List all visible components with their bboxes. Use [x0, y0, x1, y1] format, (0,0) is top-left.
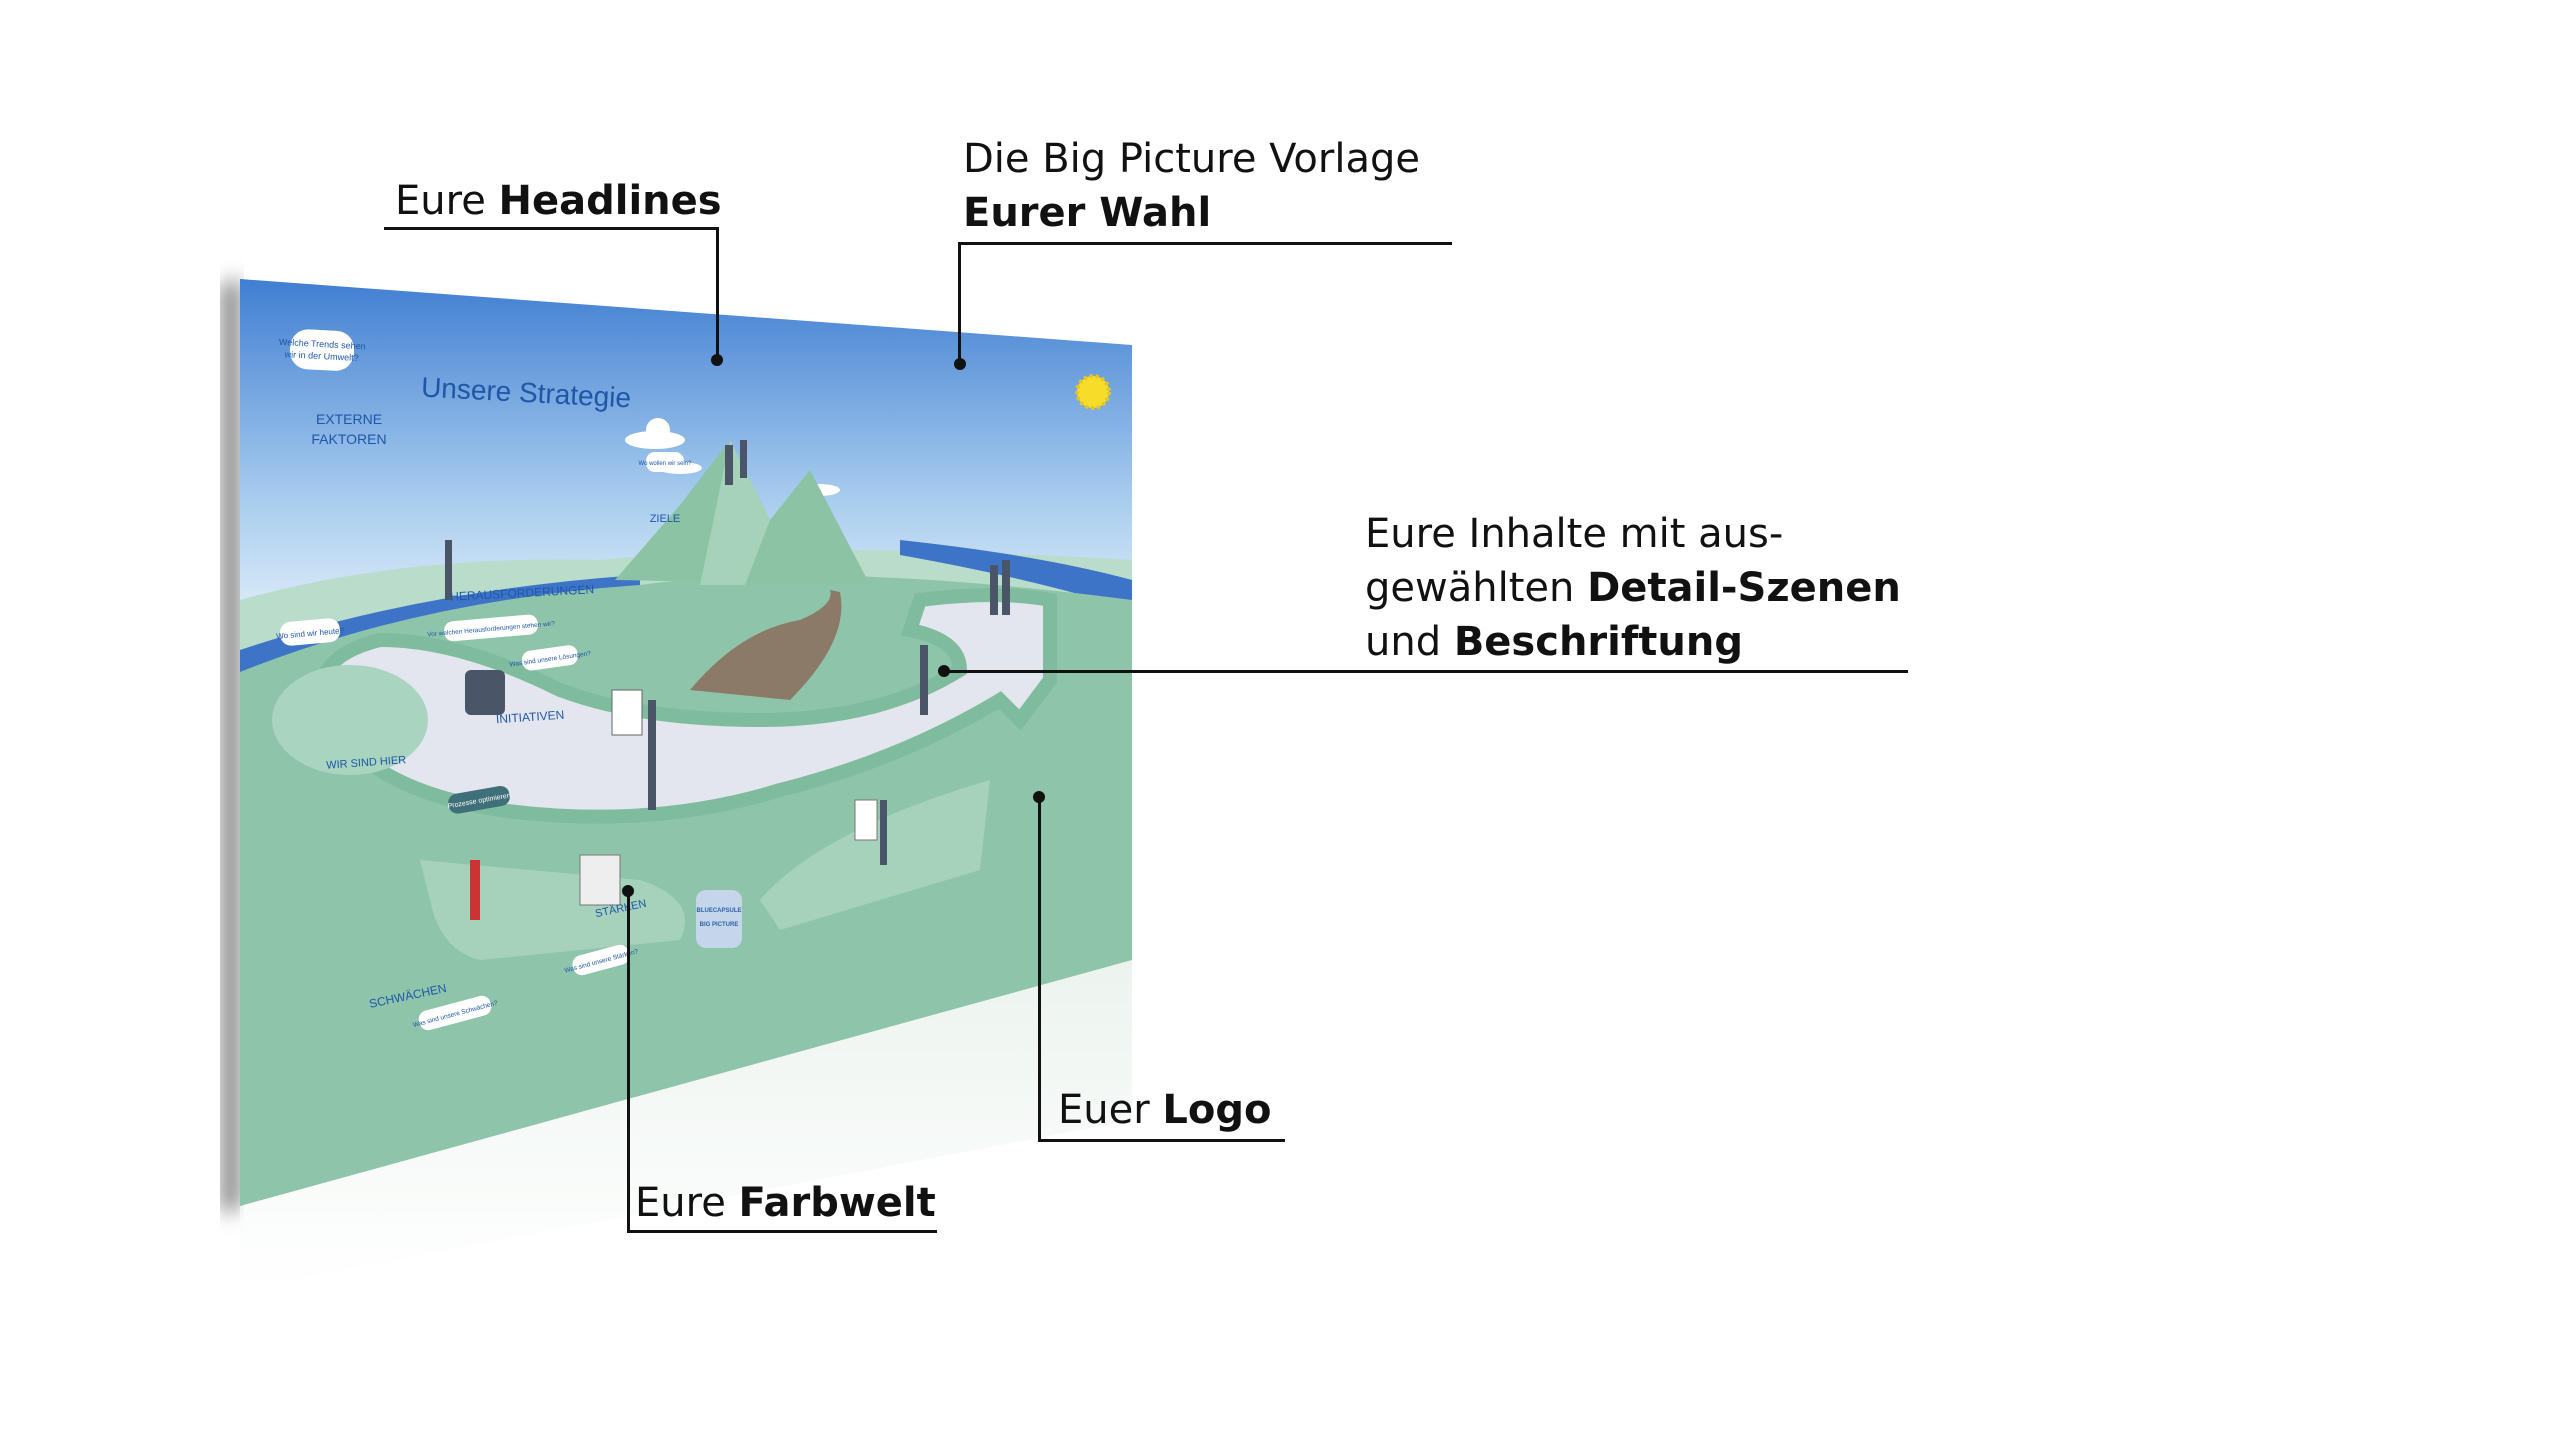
section-initiativen: INITIATIVEN	[496, 708, 565, 727]
bubble-trends: Welche Trends sehen	[279, 337, 366, 352]
leader-line	[958, 242, 1452, 245]
poster-reflection	[240, 960, 1132, 1290]
label-text: Euer	[1058, 1087, 1163, 1133]
label-bold: Eurer Wahl	[963, 190, 1212, 236]
wir-sind-hier-area	[272, 665, 428, 775]
leader-line	[1038, 1139, 1285, 1142]
leader-line	[627, 1230, 937, 1233]
leader-line	[1038, 797, 1041, 1142]
label-text: gewählten	[1365, 565, 1588, 611]
bubble-wo-sein: Wo wollen wir sein?	[639, 461, 693, 467]
leader-dot	[1033, 791, 1045, 803]
label-bold: Beschriftung	[1453, 619, 1743, 665]
poster-shadow	[222, 279, 240, 1215]
logo-text-2: BIG PICTURE	[700, 922, 739, 928]
label-logo: Euer Logo	[1058, 1083, 1272, 1137]
leader-line	[958, 242, 961, 364]
people-scenes	[445, 440, 1010, 920]
label-bold: Detail-Szenen	[1587, 565, 1901, 611]
logo: BLUECAPSULE BIG PICTURE	[696, 890, 742, 948]
label-headlines: Eure Headlines	[395, 174, 722, 228]
section-externe: EXTERNE	[316, 411, 382, 427]
label-bold: Logo	[1162, 1087, 1272, 1133]
leader-dot	[622, 885, 634, 897]
label-text: Eure	[395, 178, 499, 224]
label-text: und	[1365, 619, 1454, 665]
label-farbwelt: Eure Farbwelt	[635, 1176, 936, 1230]
section-faktoren: FAKTOREN	[311, 431, 386, 447]
section-ziele: ZIELE	[650, 513, 681, 525]
label-inhalte: Eure Inhalte mit aus-gewählten Detail-Sz…	[1365, 507, 1901, 669]
road	[690, 590, 842, 700]
label-text: Die Big Picture Vorlage	[963, 136, 1420, 182]
leader-dot	[711, 354, 723, 366]
section-wir-sind-hier: WIR SIND HIER	[326, 754, 407, 772]
leader-line	[716, 227, 719, 360]
label-bold: Headlines	[498, 178, 722, 224]
leader-line	[944, 670, 1908, 673]
bubble-trends-line2: wir in der Umwelt?	[283, 349, 358, 363]
sun-icon	[1075, 374, 1111, 410]
logo-text-1: BLUECAPSULE	[696, 908, 741, 914]
label-text: Eure Inhalte mit aus-	[1365, 511, 1784, 557]
leader-line	[627, 891, 630, 1233]
leader-line	[384, 227, 719, 230]
leader-dot	[954, 358, 966, 370]
label-bold: Farbwelt	[738, 1180, 936, 1226]
label-text: Eure	[635, 1180, 739, 1226]
leader-dot	[938, 665, 950, 677]
